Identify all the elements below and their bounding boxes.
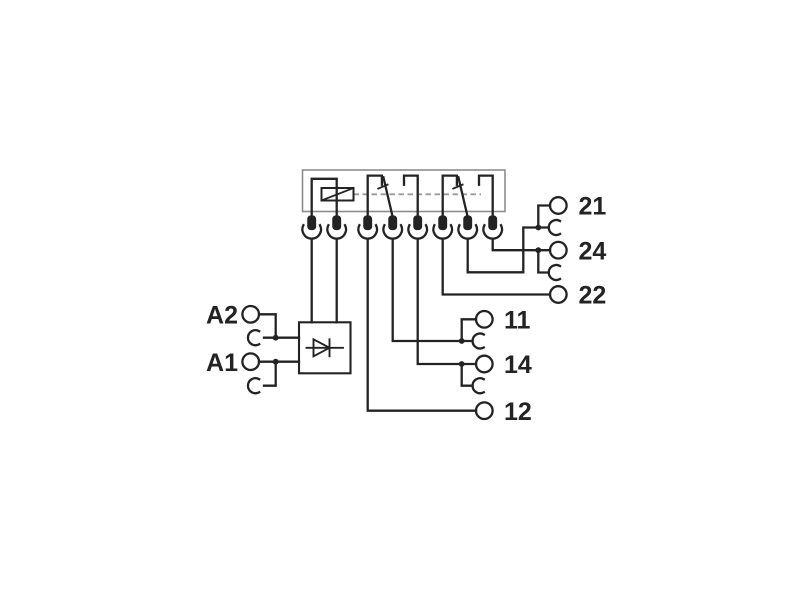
bridge-14-contact — [460, 362, 474, 387]
terminal-label-11: 11 — [504, 307, 531, 335]
plug-socket-1 — [301, 215, 323, 240]
terminal-circle-a2 — [241, 304, 261, 324]
junction-dot — [458, 361, 465, 367]
bridge-11-circle — [460, 318, 478, 343]
junction-dot — [272, 334, 279, 341]
plug-pin-icon — [307, 215, 317, 231]
schematic-linework — [241, 174, 568, 421]
terminal-labels: A2 A1 11 14 12 21 24 22 — [206, 193, 606, 426]
wires — [257, 204, 552, 412]
plug-pin-icon — [463, 215, 473, 231]
bridge-contact-24 — [547, 263, 562, 282]
junction-dots — [272, 224, 542, 367]
changeover-contact-1 — [366, 174, 419, 220]
relay-coil-leads — [310, 177, 338, 220]
wire-pin7-to-21 — [466, 226, 550, 274]
junction-dot — [458, 338, 465, 344]
terminal-label-22: 22 — [579, 282, 607, 310]
terminal-label-12: 12 — [504, 398, 532, 426]
junction-dot — [272, 358, 279, 365]
wire-pin5-to-14 — [416, 237, 478, 366]
bridge-24-contact — [537, 249, 550, 274]
plug-socket-5 — [407, 215, 429, 240]
diode-box-outline — [297, 321, 352, 375]
terminal-label-a1: A1 — [206, 349, 238, 377]
plug-socket-7 — [457, 215, 479, 240]
junction-dot — [535, 224, 542, 231]
wire-pin6-to-22 — [441, 237, 552, 296]
bridge-21-circle — [537, 204, 552, 229]
contact-made-tick — [377, 183, 389, 190]
bridge-contact-a2 — [246, 329, 261, 347]
terminal-circle-24 — [548, 240, 568, 260]
nc-contact-hook — [366, 174, 384, 220]
no-contact-hook — [477, 174, 494, 220]
terminal-label-a2: A2 — [206, 302, 238, 330]
wire-a2-to-diode-box — [257, 313, 301, 339]
plug-socket-6 — [432, 215, 454, 240]
plug-pin-icon — [363, 215, 373, 231]
relay-coil-box — [320, 187, 355, 202]
wire-pin8-to-24 — [491, 237, 552, 252]
bridge-contact-a1 — [246, 377, 261, 395]
plug-pin-icon — [332, 215, 342, 231]
bridge-contact-11 — [471, 332, 486, 350]
plug-pin-icon — [438, 215, 448, 231]
no-contact-hook — [402, 174, 419, 220]
common-contact-arm — [382, 175, 395, 219]
plug-socket-3 — [357, 215, 379, 240]
terminal-circle-21 — [548, 196, 568, 215]
common-contact-arm — [457, 175, 470, 219]
plug-pin-icon — [413, 215, 423, 231]
terminal-label-21: 21 — [579, 193, 607, 221]
plug-socket-8 — [482, 215, 504, 240]
junction-dot — [535, 247, 542, 254]
wire-pin4-to-11 — [391, 237, 474, 343]
terminal-circle-11 — [474, 309, 494, 329]
terminal-label-14: 14 — [504, 351, 532, 379]
terminal-circle-12 — [474, 401, 494, 421]
diode-triangle — [312, 337, 332, 358]
bridge-a1-contact — [262, 360, 277, 387]
changeover-contact-2 — [441, 174, 494, 220]
bridge-contact-14 — [471, 377, 486, 395]
terminal-label-24: 24 — [579, 237, 607, 265]
contact-made-tick — [452, 183, 464, 190]
wire-pin3-to-12 — [366, 237, 478, 412]
plug-pin-row — [301, 215, 504, 240]
relay-coil-diagonal — [320, 186, 355, 202]
plug-pin-icon — [388, 215, 398, 231]
plug-socket-4 — [382, 215, 404, 240]
relay-coil-symbol — [320, 186, 355, 202]
relay-block-outline — [301, 169, 506, 213]
nc-contact-hook — [441, 174, 459, 220]
terminal-circle-a1 — [241, 352, 261, 372]
terminal-circle-14 — [474, 354, 494, 374]
bridge-contact-21 — [547, 218, 562, 237]
plug-pin-icon — [488, 215, 498, 231]
diode-icon — [305, 337, 344, 358]
terminal-symbols — [241, 196, 568, 421]
suppressor-diode-box — [297, 321, 352, 375]
terminal-circle-22 — [548, 285, 568, 304]
plug-socket-2 — [326, 215, 348, 240]
